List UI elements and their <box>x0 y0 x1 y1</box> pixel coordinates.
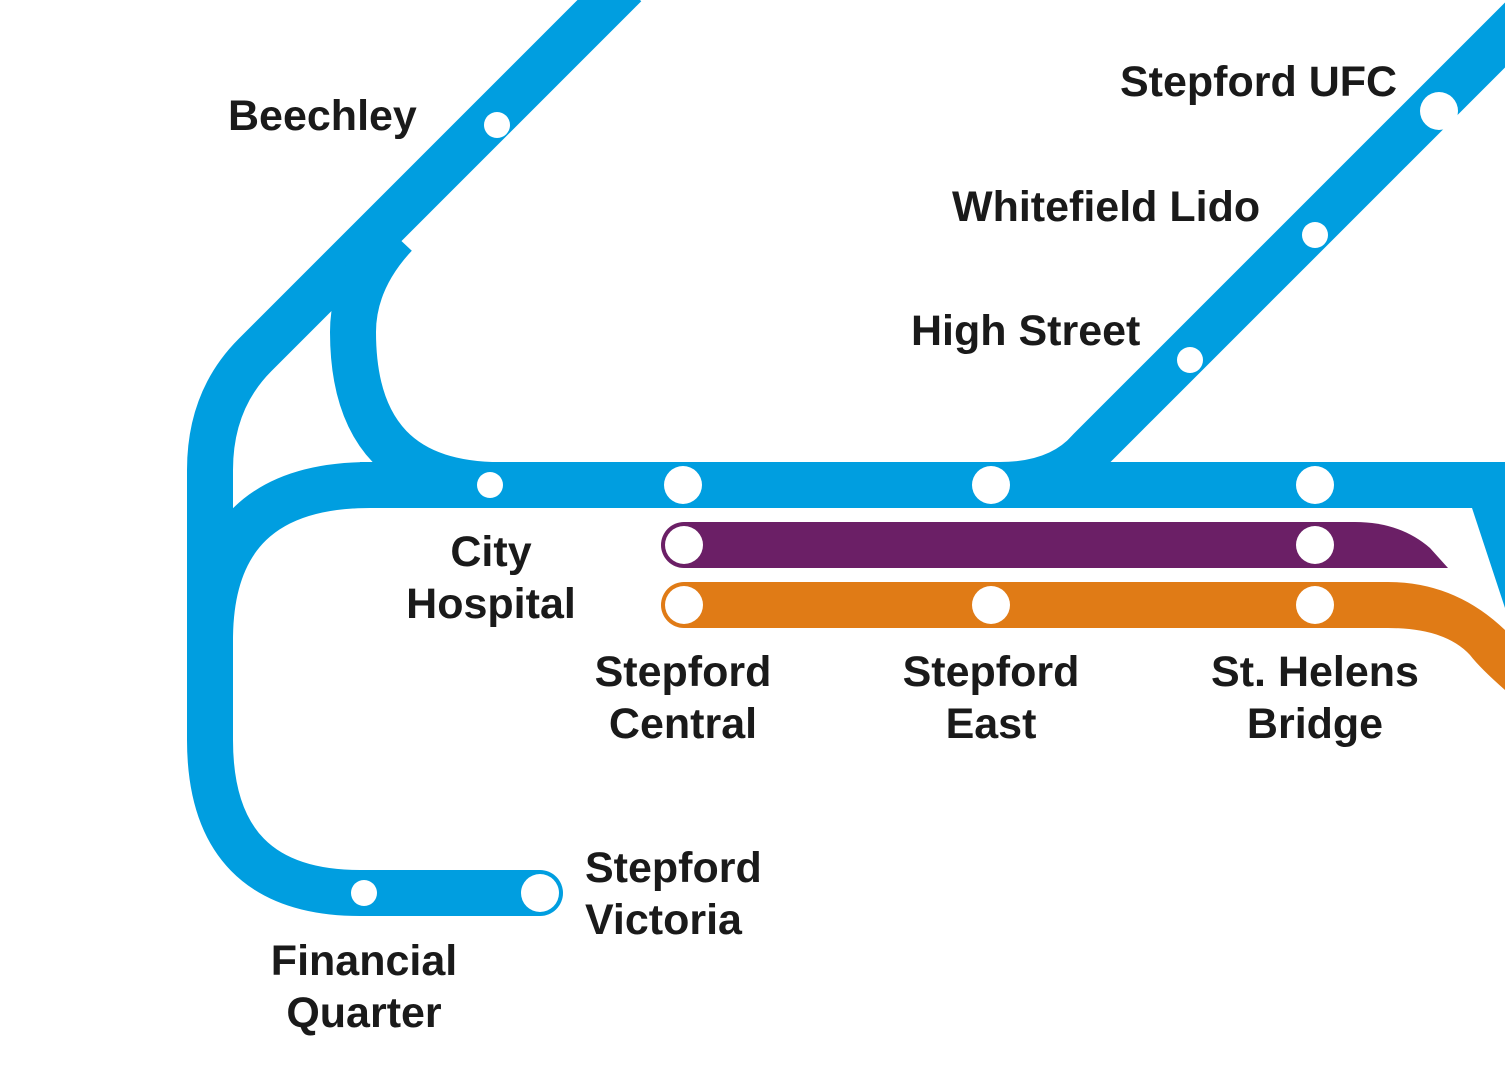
label-stepford-east-line2: East <box>946 700 1037 748</box>
label-financial-quarter-line1: Financial <box>271 937 457 985</box>
purple-line <box>684 522 1448 568</box>
station-dot-st-helens-bridge-orange[interactable] <box>1296 586 1334 624</box>
label-stepford-victoria-line2: Victoria <box>585 896 743 944</box>
blue-line-junction-curve <box>187 462 371 641</box>
label-city-hospital-line1: City <box>450 528 531 576</box>
blue-line-se-branch <box>1472 508 1505 608</box>
station-dot-stepford-ufc[interactable] <box>1420 92 1458 130</box>
label-high-street: High Street <box>911 307 1140 355</box>
label-st-helens-bridge-line1: St. Helens <box>1211 648 1419 696</box>
label-financial-quarter-line2: Quarter <box>286 989 442 1037</box>
blue-line-outer-branch <box>187 0 642 916</box>
station-labels: Beechley Stepford UFC Whitefield Lido Hi… <box>228 58 1419 1037</box>
station-dot-stepford-central-blue[interactable] <box>664 466 702 504</box>
station-dot-stepford-east-orange[interactable] <box>972 586 1010 624</box>
label-stepford-central-line1: Stepford <box>595 648 772 696</box>
blue-line-inner-curve <box>330 219 501 508</box>
label-stepford-victoria-line1: Stepford <box>585 844 762 892</box>
label-stepford-east-line1: Stepford <box>903 648 1080 696</box>
label-whitefield-lido: Whitefield Lido <box>952 183 1260 231</box>
station-dot-stepford-victoria[interactable] <box>521 874 559 912</box>
station-dot-city-hospital[interactable] <box>477 472 503 498</box>
station-dot-st-helens-bridge-blue[interactable] <box>1296 466 1334 504</box>
station-dot-stepford-central-purple[interactable] <box>665 526 703 564</box>
station-dot-whitefield-lido[interactable] <box>1302 222 1328 248</box>
label-stepford-ufc: Stepford UFC <box>1120 58 1397 106</box>
label-st-helens-bridge-line2: Bridge <box>1247 700 1383 748</box>
label-beechley: Beechley <box>228 92 417 140</box>
station-dot-high-street[interactable] <box>1177 347 1203 373</box>
station-dot-stepford-east-blue[interactable] <box>972 466 1010 504</box>
station-markers <box>351 92 1458 912</box>
label-stepford-central-line2: Central <box>609 700 757 748</box>
station-dot-stepford-central-orange[interactable] <box>665 586 703 624</box>
station-dot-st-helens-bridge-purple[interactable] <box>1296 526 1334 564</box>
label-city-hospital-line2: Hospital <box>406 580 576 628</box>
blue-line-ne-branch <box>999 2 1505 508</box>
station-dot-financial-quarter[interactable] <box>351 880 377 906</box>
station-dot-beechley[interactable] <box>484 112 510 138</box>
